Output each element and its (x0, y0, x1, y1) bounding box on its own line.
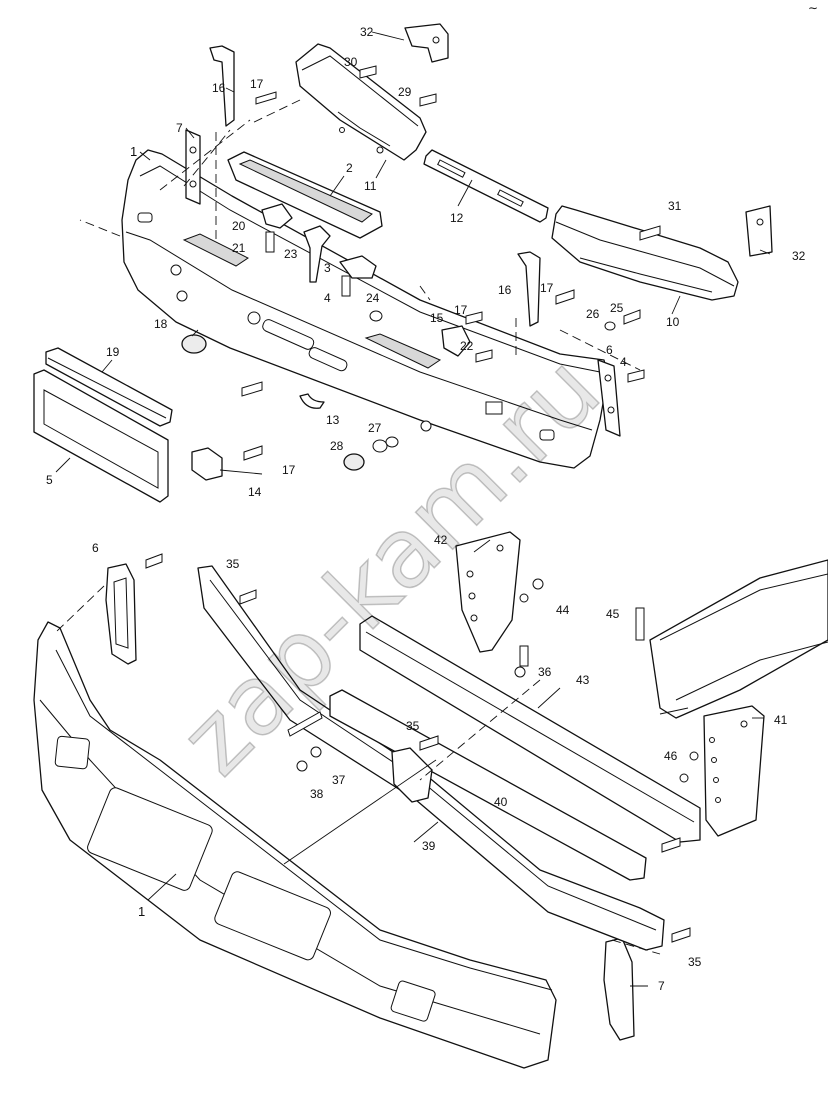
frame-rail (649, 559, 828, 719)
part-13-clip (299, 393, 325, 409)
part-center-brace (391, 747, 433, 803)
bumper-step-grate-right (364, 333, 442, 369)
assembly-lines-lower (55, 585, 661, 955)
part-6-side-bracket-upper (597, 359, 621, 437)
callout-7-lower: 7 (658, 979, 665, 993)
callout-45: 45 (606, 607, 620, 621)
callout-12: 12 (450, 211, 464, 225)
part-32-bracket-side (745, 205, 773, 257)
callout-4-right: 4 (620, 355, 627, 369)
callout-26: 26 (586, 307, 600, 321)
callout-3: 3 (324, 261, 331, 275)
part-1-lower-bumper (33, 621, 557, 1069)
part-24-washer (369, 310, 383, 322)
callout-17-mid: 17 (454, 303, 468, 317)
callout-7-upper: 7 (176, 121, 183, 135)
callout-30: 30 (344, 55, 358, 69)
part-28-bushing (343, 453, 365, 471)
part-12-slotted-strip (423, 149, 549, 223)
callout-5: 5 (46, 473, 53, 487)
callout-leaders (55, 31, 771, 987)
assembly-lines-upper (79, 99, 641, 371)
part-14-bracket (191, 447, 223, 481)
part-23-pin (303, 225, 331, 283)
callout-22: 22 (460, 339, 474, 353)
part-20-clip (261, 203, 293, 229)
callout-10: 10 (666, 315, 680, 329)
callout-31: 31 (668, 199, 682, 213)
callout-39: 39 (422, 839, 436, 853)
callout-37: 37 (332, 773, 346, 787)
callout-1-lower: 1 (138, 904, 145, 919)
part-2-step-grate (227, 151, 383, 239)
part-1-upper-bumper-shell (121, 149, 609, 469)
part-19-grille (45, 347, 173, 427)
part-43-crossbar (359, 615, 701, 843)
callout-38: 38 (310, 787, 324, 801)
bumper-step-grate-left (182, 233, 249, 267)
part-16-bracket-lower (517, 251, 541, 327)
part-6-lower-bracket (105, 563, 137, 665)
callout-35-upper: 35 (226, 557, 240, 571)
callout-41: 41 (774, 713, 788, 727)
callout-17-upper: 17 (250, 77, 264, 91)
bolt-set-lower (145, 553, 699, 943)
callout-43: 43 (576, 673, 590, 687)
callout-23: 23 (284, 247, 298, 261)
part-41-end-plate (703, 705, 765, 837)
part-upper-corner-bar (295, 43, 427, 161)
bolt-set-upper (241, 65, 661, 461)
part-5-grille-frame (33, 369, 169, 503)
callout-46: 46 (664, 749, 678, 763)
callout-21: 21 (232, 241, 246, 255)
callout-29: 29 (398, 85, 412, 99)
part-32-bracket-top (404, 23, 449, 63)
callout-17-lower: 17 (282, 463, 296, 477)
callout-17-right: 17 (540, 281, 554, 295)
callout-28: 28 (330, 439, 344, 453)
callout-27: 27 (368, 421, 382, 435)
part-27-washer (372, 436, 399, 453)
part-10-end-cap (551, 205, 739, 301)
callout-18: 18 (154, 317, 168, 331)
part-26-washer (604, 321, 616, 331)
part-42-vertical-bracket (455, 531, 521, 653)
callout-19: 19 (106, 345, 120, 359)
callout-32-top: 32 (360, 25, 374, 39)
callout-15: 15 (430, 311, 444, 325)
part-7-lower-bracket (603, 937, 635, 1041)
corner-mark: ∼ (808, 1, 818, 15)
callout-14: 14 (248, 485, 262, 499)
callout-44: 44 (556, 603, 570, 617)
callout-40: 40 (494, 795, 508, 809)
callout-13: 13 (326, 413, 340, 427)
callout-35-mid: 35 (406, 719, 420, 733)
callout-20: 20 (232, 219, 246, 233)
callout-6-lower: 6 (92, 541, 99, 555)
callout-35-lower: 35 (688, 955, 702, 969)
part-7-side-bracket-upper (185, 129, 201, 205)
callout-1-upper: 1 (130, 144, 137, 159)
callout-42: 42 (434, 533, 448, 547)
part-15-clip (441, 325, 471, 357)
callout-36: 36 (538, 665, 552, 679)
callout-2: 2 (346, 161, 353, 175)
part-3-clip (339, 255, 377, 279)
callout-16-lower: 16 (498, 283, 512, 297)
callout-32-side: 32 (792, 249, 806, 263)
callout-6-upper: 6 (606, 343, 613, 357)
callout-4-upper: 4 (324, 291, 331, 305)
callout-labels: 32 30 29 16 17 7 1 2 11 12 31 32 20 21 2… (46, 25, 806, 993)
callout-24: 24 (366, 291, 380, 305)
callout-11: 11 (364, 179, 377, 193)
part-40-lower-bar (329, 689, 647, 881)
callout-16-upper: 16 (212, 81, 226, 95)
part-18-bushing (181, 334, 207, 354)
part-16-bracket-upper (209, 45, 235, 127)
callout-25: 25 (610, 301, 624, 315)
